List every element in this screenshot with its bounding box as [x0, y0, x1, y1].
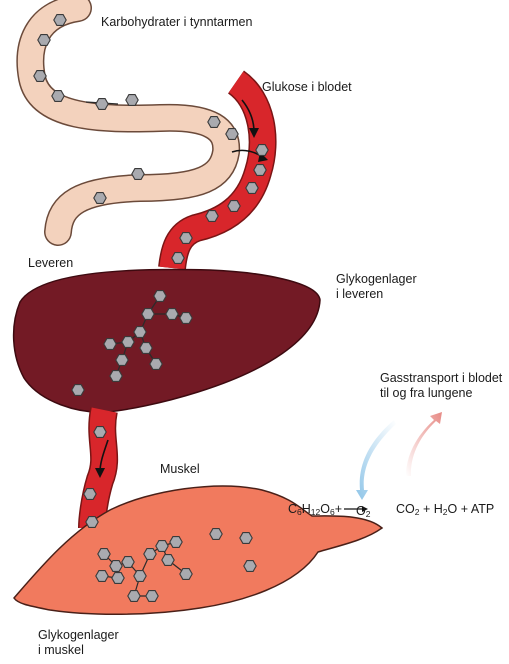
glucose-hexagon-icon	[96, 571, 108, 582]
glucose-hexagon-icon	[256, 145, 268, 156]
glucose-hexagon-icon	[254, 165, 266, 176]
glucose-hexagon-icon	[210, 529, 222, 540]
glucose-hexagon-icon	[52, 91, 64, 102]
glucose-hexagon-icon	[38, 35, 50, 46]
glucose-hexagon-icon	[156, 541, 168, 552]
glucose-hexagon-icon	[112, 573, 124, 584]
label-gas-transport-line1: Gasstransport i blodet	[380, 371, 502, 385]
intestine-body	[30, 8, 226, 232]
glucose-hexagon-icon	[172, 253, 184, 264]
glucose-hexagon-icon	[140, 343, 152, 354]
glucose-hexagon-icon	[116, 355, 128, 366]
label-blood-glucose: Glukose i blodet	[262, 80, 352, 94]
glucose-hexagon-icon	[206, 211, 218, 222]
co2-outflow-arrow-icon	[406, 412, 442, 476]
glucose-hexagon-icon	[228, 201, 240, 212]
glucose-hexagon-icon	[154, 291, 166, 302]
glucose-hexagon-icon	[96, 99, 108, 110]
oxygen-inflow-arrow-icon	[356, 420, 396, 500]
glucose-hexagon-icon	[122, 337, 134, 348]
glucose-hexagon-icon	[110, 371, 122, 382]
glucose-hexagon-icon	[180, 569, 192, 580]
liver-organ	[14, 269, 320, 412]
glucose-hexagon-icon	[166, 309, 178, 320]
glucose-hexagon-icon	[134, 571, 146, 582]
glucose-hexagon-icon	[146, 591, 158, 602]
label-liver: Leveren	[28, 256, 73, 270]
glucose-hexagon-icon	[144, 549, 156, 560]
glucose-hexagon-icon	[142, 309, 154, 320]
glucose-hexagon-icon	[162, 555, 174, 566]
glucose-hexagon-icon	[34, 71, 46, 82]
glucose-hexagon-icon	[208, 117, 220, 128]
glucose-hexagon-icon	[170, 537, 182, 548]
glucose-hexagon-icon	[150, 359, 162, 370]
glucose-hexagon-icon	[54, 15, 66, 26]
glucose-hexagon-icon	[94, 193, 106, 204]
glucose-hexagon-icon	[94, 427, 106, 438]
glucose-hexagon-icon	[226, 129, 238, 140]
equation-plus-1: +	[335, 502, 342, 516]
glucose-hexagon-icon	[122, 557, 134, 568]
glucose-hexagon-icon	[110, 561, 122, 572]
glucose-hexagon-icon	[72, 385, 84, 396]
glucose-hexagon-icon	[98, 549, 110, 560]
glucose-hexagon-icon	[246, 183, 258, 194]
products-formula: CO2 + H2O + ATP	[396, 502, 494, 519]
label-muscle-store-line1: Glykogenlager	[38, 628, 119, 642]
label-gas-transport-line2: til og fra lungene	[380, 386, 472, 400]
glucose-hexagon-icon	[126, 95, 138, 106]
label-liver-store-line2: i leveren	[336, 287, 383, 301]
label-muscle: Muskel	[160, 462, 200, 476]
glucose-hexagon-icon	[180, 233, 192, 244]
glucose-hexagon-icon	[128, 591, 140, 602]
glucose-hexagon-icon	[84, 489, 96, 500]
oxygen-formula: O2	[356, 504, 370, 521]
label-intestine: Karbohydrater i tynntarmen	[101, 15, 252, 29]
glucose-hexagon-icon	[180, 313, 192, 324]
small-intestine	[30, 8, 226, 232]
glucose-hexagon-icon	[104, 339, 116, 350]
label-muscle-store-line2: i muskel	[38, 643, 84, 657]
glucose-hexagon-icon	[86, 517, 98, 528]
glucose-hexagon-icon	[132, 169, 144, 180]
label-liver-store-line1: Glykogenlager	[336, 272, 417, 286]
glucose-hexagon-icon	[240, 533, 252, 544]
glucose-hexagon-icon	[134, 327, 146, 338]
glucose-formula: C6H12O6+	[288, 502, 342, 519]
glucose-hexagon-icon	[244, 561, 256, 572]
